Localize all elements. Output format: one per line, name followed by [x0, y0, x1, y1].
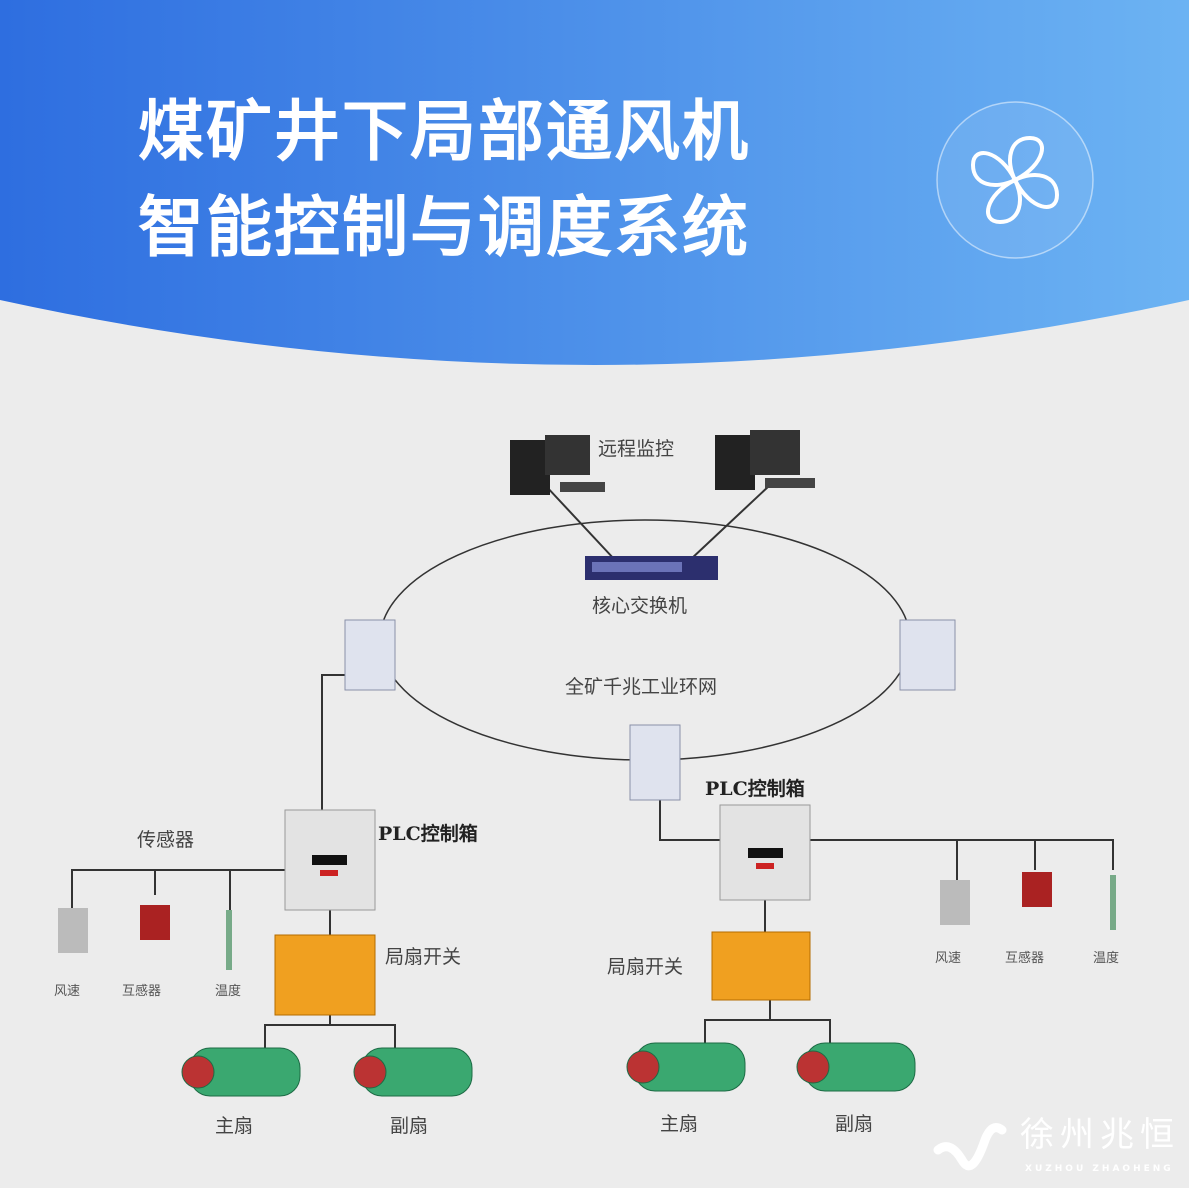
- fan-switch-icon: [274, 934, 376, 1016]
- sensor-label: 温度: [1093, 950, 1119, 966]
- aux-fan-label: 副扇: [835, 1113, 873, 1135]
- core-switch-icon: [585, 556, 718, 580]
- fan-icon: [936, 101, 1094, 259]
- fan-switch-icon: [711, 931, 811, 1001]
- left-fan-switch-label: 局扇开关: [385, 946, 461, 968]
- sensor-icons: [58, 872, 1116, 970]
- logo-name-en: XUZHOU ZHAOHENG: [1025, 1164, 1174, 1174]
- sensor-label: 互感器: [1005, 950, 1044, 966]
- ring-switch-icon: [344, 619, 396, 691]
- main-fan-label: 主扇: [660, 1113, 698, 1135]
- aux-fan-label: 副扇: [390, 1115, 428, 1137]
- sensors-label: 传感器: [137, 829, 194, 851]
- right-plc-label: PLC控制箱: [705, 777, 805, 800]
- fan-motor-icons: [181, 1042, 916, 1097]
- sensor-label: 互感器: [122, 983, 161, 999]
- sensor-label: 温度: [215, 983, 241, 999]
- logo-mark-icon: [933, 1123, 1007, 1171]
- ring-switch-icon: [629, 724, 681, 801]
- ring-switch-icon: [899, 619, 956, 691]
- title-line-2: 智能控制与调度系统: [138, 189, 750, 266]
- computer-icon: [715, 430, 815, 490]
- right-fan-switch-label: 局扇开关: [607, 956, 683, 978]
- ring-network-label: 全矿千兆工业环网: [565, 676, 717, 698]
- computer-icon: [510, 435, 605, 495]
- main-fan-label: 主扇: [215, 1115, 253, 1137]
- core-switch-label: 核心交换机: [592, 595, 687, 617]
- sensor-label: 风速: [54, 984, 80, 999]
- header-banner: [0, 0, 1189, 365]
- logo-name-cn: 徐州兆恒: [1020, 1115, 1180, 1155]
- remote-monitor-label: 远程监控: [598, 438, 674, 460]
- title-line-1: 煤矿井下局部通风机: [138, 93, 750, 170]
- sensor-label: 风速: [935, 951, 961, 966]
- left-plc-label: PLC控制箱: [378, 822, 478, 845]
